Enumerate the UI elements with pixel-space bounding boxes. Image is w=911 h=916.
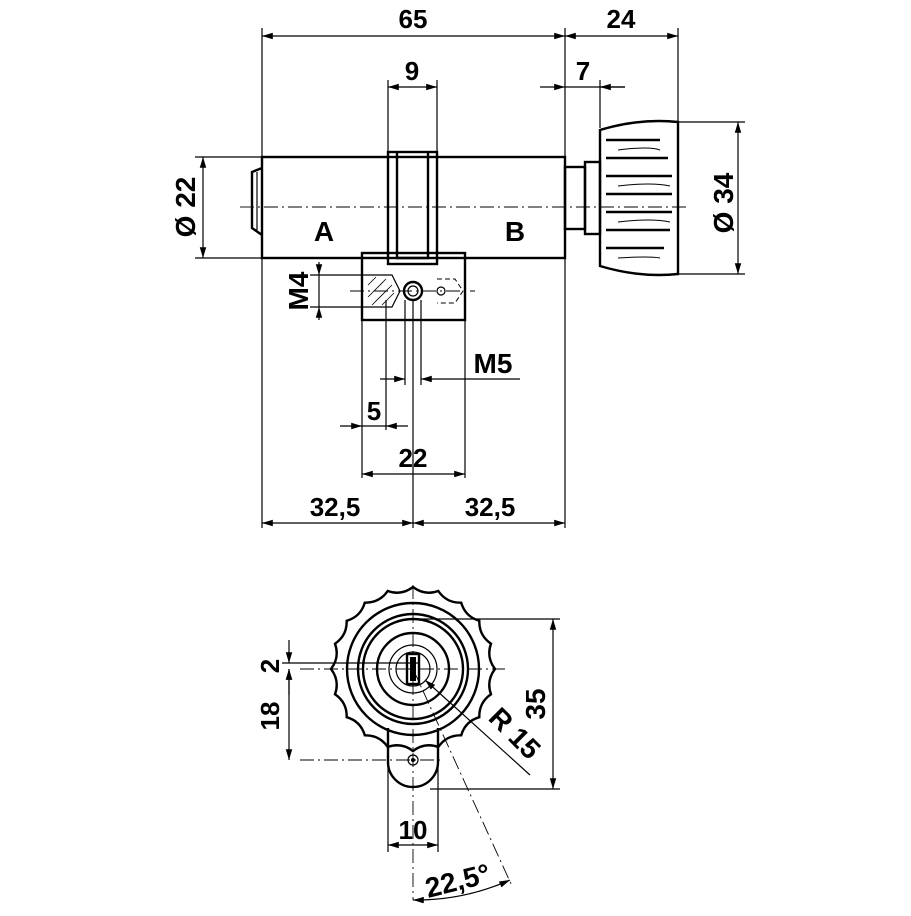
label-thread-m4: M4 (283, 271, 314, 310)
cam (395, 152, 430, 260)
dim-half-left: 32,5 (310, 492, 361, 522)
thumb-knob (598, 119, 680, 277)
cam-slot (386, 150, 439, 266)
dim-height-2: 2 (255, 659, 285, 673)
dim-body-diameter: Ø 22 (170, 177, 201, 238)
knob-shaft (563, 165, 587, 231)
dim-cam-width: 9 (405, 56, 419, 86)
angle-line (412, 668, 513, 887)
dim-knob-diameter: Ø 34 (708, 172, 739, 233)
front-view: 2 18 35 R 15 10 22,5° (255, 585, 560, 904)
label-side-b: B (505, 216, 525, 247)
label-thread-m5: M5 (474, 348, 513, 379)
dim-offset-5: 5 (367, 396, 381, 426)
dim-knob-gap: 7 (576, 56, 590, 86)
dim-height-35: 35 (520, 688, 551, 719)
label-side-a: A (314, 216, 334, 247)
knurl-outline (329, 585, 497, 753)
angle-arc (412, 879, 511, 904)
cylinder-face (250, 166, 263, 236)
radius-leader (424, 679, 531, 776)
dim-half-right: 32,5 (465, 492, 516, 522)
dim-screw-span: 22 (399, 443, 428, 473)
dim-overall-length: 65 (399, 4, 428, 34)
side-view: 65 24 9 7 Ø 22 Ø 34 (170, 4, 745, 528)
dim-cam-width-10: 10 (399, 815, 428, 845)
dim-height-18: 18 (255, 702, 285, 731)
dim-knob-length: 24 (607, 4, 636, 34)
